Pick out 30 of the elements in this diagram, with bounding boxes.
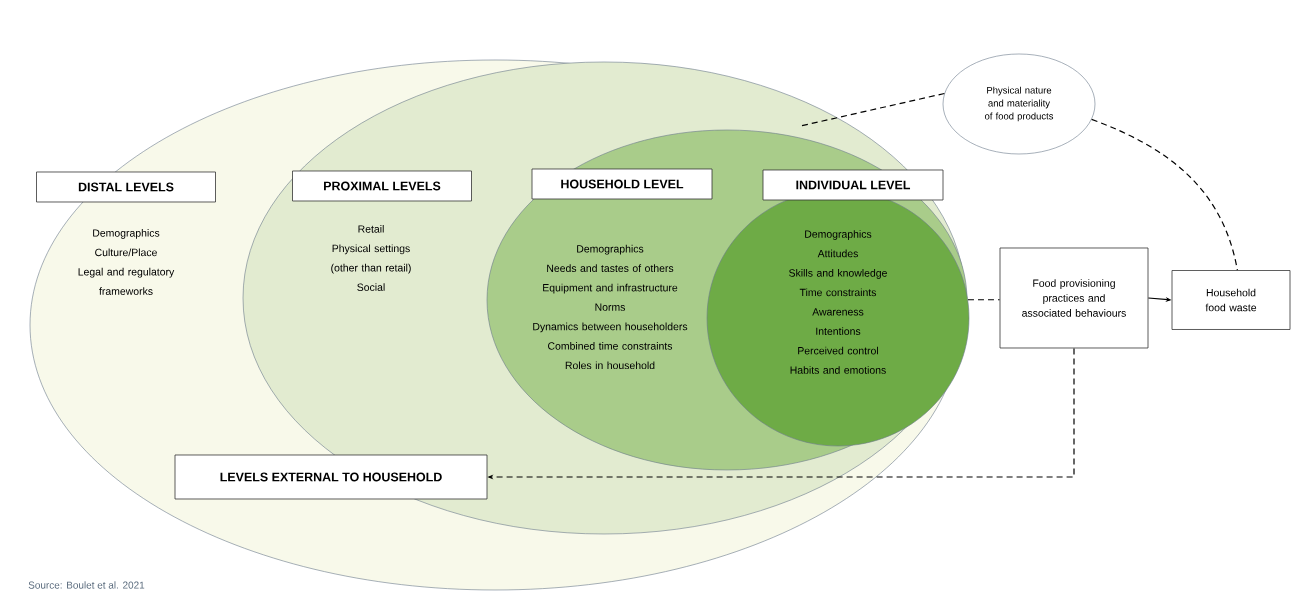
factor-list: Retail Physical settings (other than retail) Social — [331, 225, 411, 291]
heading-box: LEVELS EXTERNAL TO HOUSEHOLD — [174, 454, 488, 500]
node-label: Norms — [595, 303, 626, 311]
factor-list: Demographics Needs and tastes of others Equipment and infrastructure Norms Dynamics between householders Combined time constraints Roles in household — [533, 244, 688, 370]
node-label: Roles in household — [565, 361, 655, 370]
node-label: Demographics — [577, 244, 644, 255]
heading-box: HOUSEHOLD LEVEL — [531, 168, 713, 200]
heading-box: DISTAL LEVELS — [36, 171, 216, 203]
process-box: Food provisioning practices and associated behaviours — [999, 247, 1149, 349]
node-label: Habits and emotions — [790, 366, 886, 374]
node-label: Equipment and infrastructure — [543, 283, 678, 294]
dashed-line — [967, 299, 1001, 301]
dashed-line — [801, 92, 945, 127]
node-label: Skills and knowledge — [789, 269, 887, 279]
dashed-line — [1091, 118, 1238, 271]
node-label: Attitudes — [817, 249, 858, 258]
node-label: Time constraints — [799, 288, 877, 297]
factor-list: Demographics Attitudes Skills and knowledge Time constraints Awareness Intentions Perceived control Habits and emotions — [789, 230, 887, 374]
node-label: Awareness — [812, 308, 864, 316]
heading-box: INDIVIDUAL LEVEL — [762, 169, 944, 201]
process-box: Household food waste — [1171, 270, 1291, 330]
node-label: Dynamics between householders — [533, 322, 688, 333]
node-label: Demographics — [805, 230, 872, 240]
factor-list: Demographics Culture/Place Legal and regulatory frameworks — [78, 229, 175, 295]
node-label: Intentions — [816, 327, 861, 335]
heading-box: PROXIMAL LEVELS — [292, 170, 472, 202]
node-label: Combined time constraints — [548, 342, 673, 350]
node-label: Needs and tastes of others — [547, 264, 674, 272]
source-note: Source: Boulet et al. 2021 — [28, 581, 145, 589]
node-label: Perceived control — [798, 346, 878, 355]
